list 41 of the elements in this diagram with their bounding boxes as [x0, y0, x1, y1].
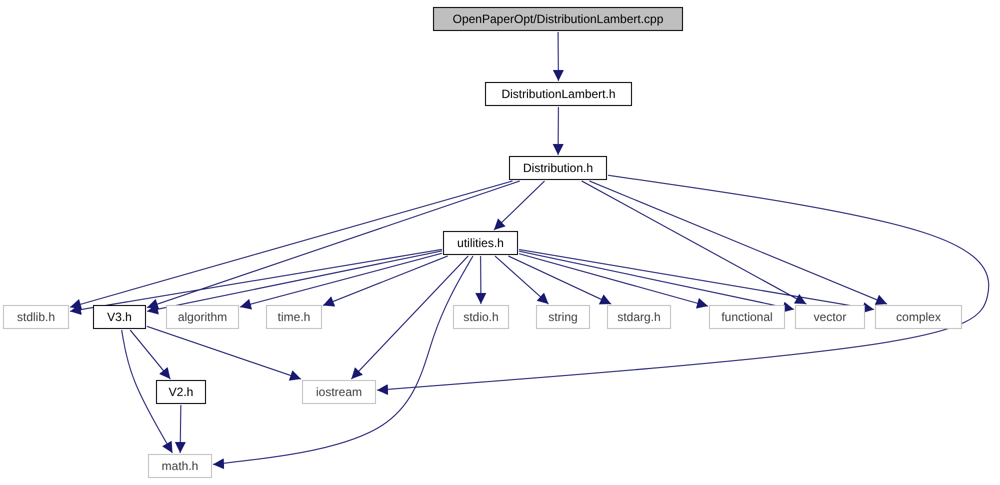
arrow: [508, 256, 612, 304]
file-box: math.h: [148, 454, 212, 478]
arrow: [376, 174, 990, 396]
file-box: DistributionLambert.h: [485, 82, 632, 106]
file-box: stdio.h: [453, 305, 509, 329]
file-box: stdarg.h: [607, 305, 671, 329]
file-box: Distribution.h: [509, 156, 607, 180]
arrow: [518, 253, 708, 309]
arrow: [552, 106, 564, 156]
arrow: [322, 256, 448, 307]
arrow: [240, 252, 442, 310]
file-box: iostream: [302, 380, 376, 404]
arrow: [518, 249, 874, 314]
file-box: vector: [795, 305, 865, 329]
arrow: [174, 404, 186, 454]
file-box: functional: [709, 305, 785, 329]
file-box: V2.h: [156, 380, 206, 404]
arrow: [130, 330, 171, 380]
file-box: time.h: [266, 305, 322, 329]
arrow: [588, 180, 888, 305]
arrow: [350, 256, 469, 380]
arrow: [146, 180, 520, 310]
arrow: [70, 180, 513, 310]
file-box: utilities.h: [443, 231, 518, 255]
arrow: [518, 250, 794, 312]
file-box: V3.h: [93, 305, 146, 329]
arrow: [493, 180, 546, 230]
arrow: [212, 256, 474, 470]
arrow: [581, 180, 807, 304]
file-box: OpenPaperOpt/DistributionLambert.cpp: [433, 7, 683, 31]
file-box: algorithm: [166, 305, 239, 329]
file-box: complex: [875, 305, 962, 329]
file-box: string: [536, 305, 590, 329]
arrow: [121, 330, 173, 454]
arrow: [146, 326, 302, 381]
arrow: [146, 250, 442, 315]
arrow: [475, 256, 486, 304]
arrow: [552, 32, 564, 82]
arrow: [70, 248, 442, 315]
file-box: stdlib.h: [3, 305, 69, 329]
arrow: [494, 256, 549, 304]
